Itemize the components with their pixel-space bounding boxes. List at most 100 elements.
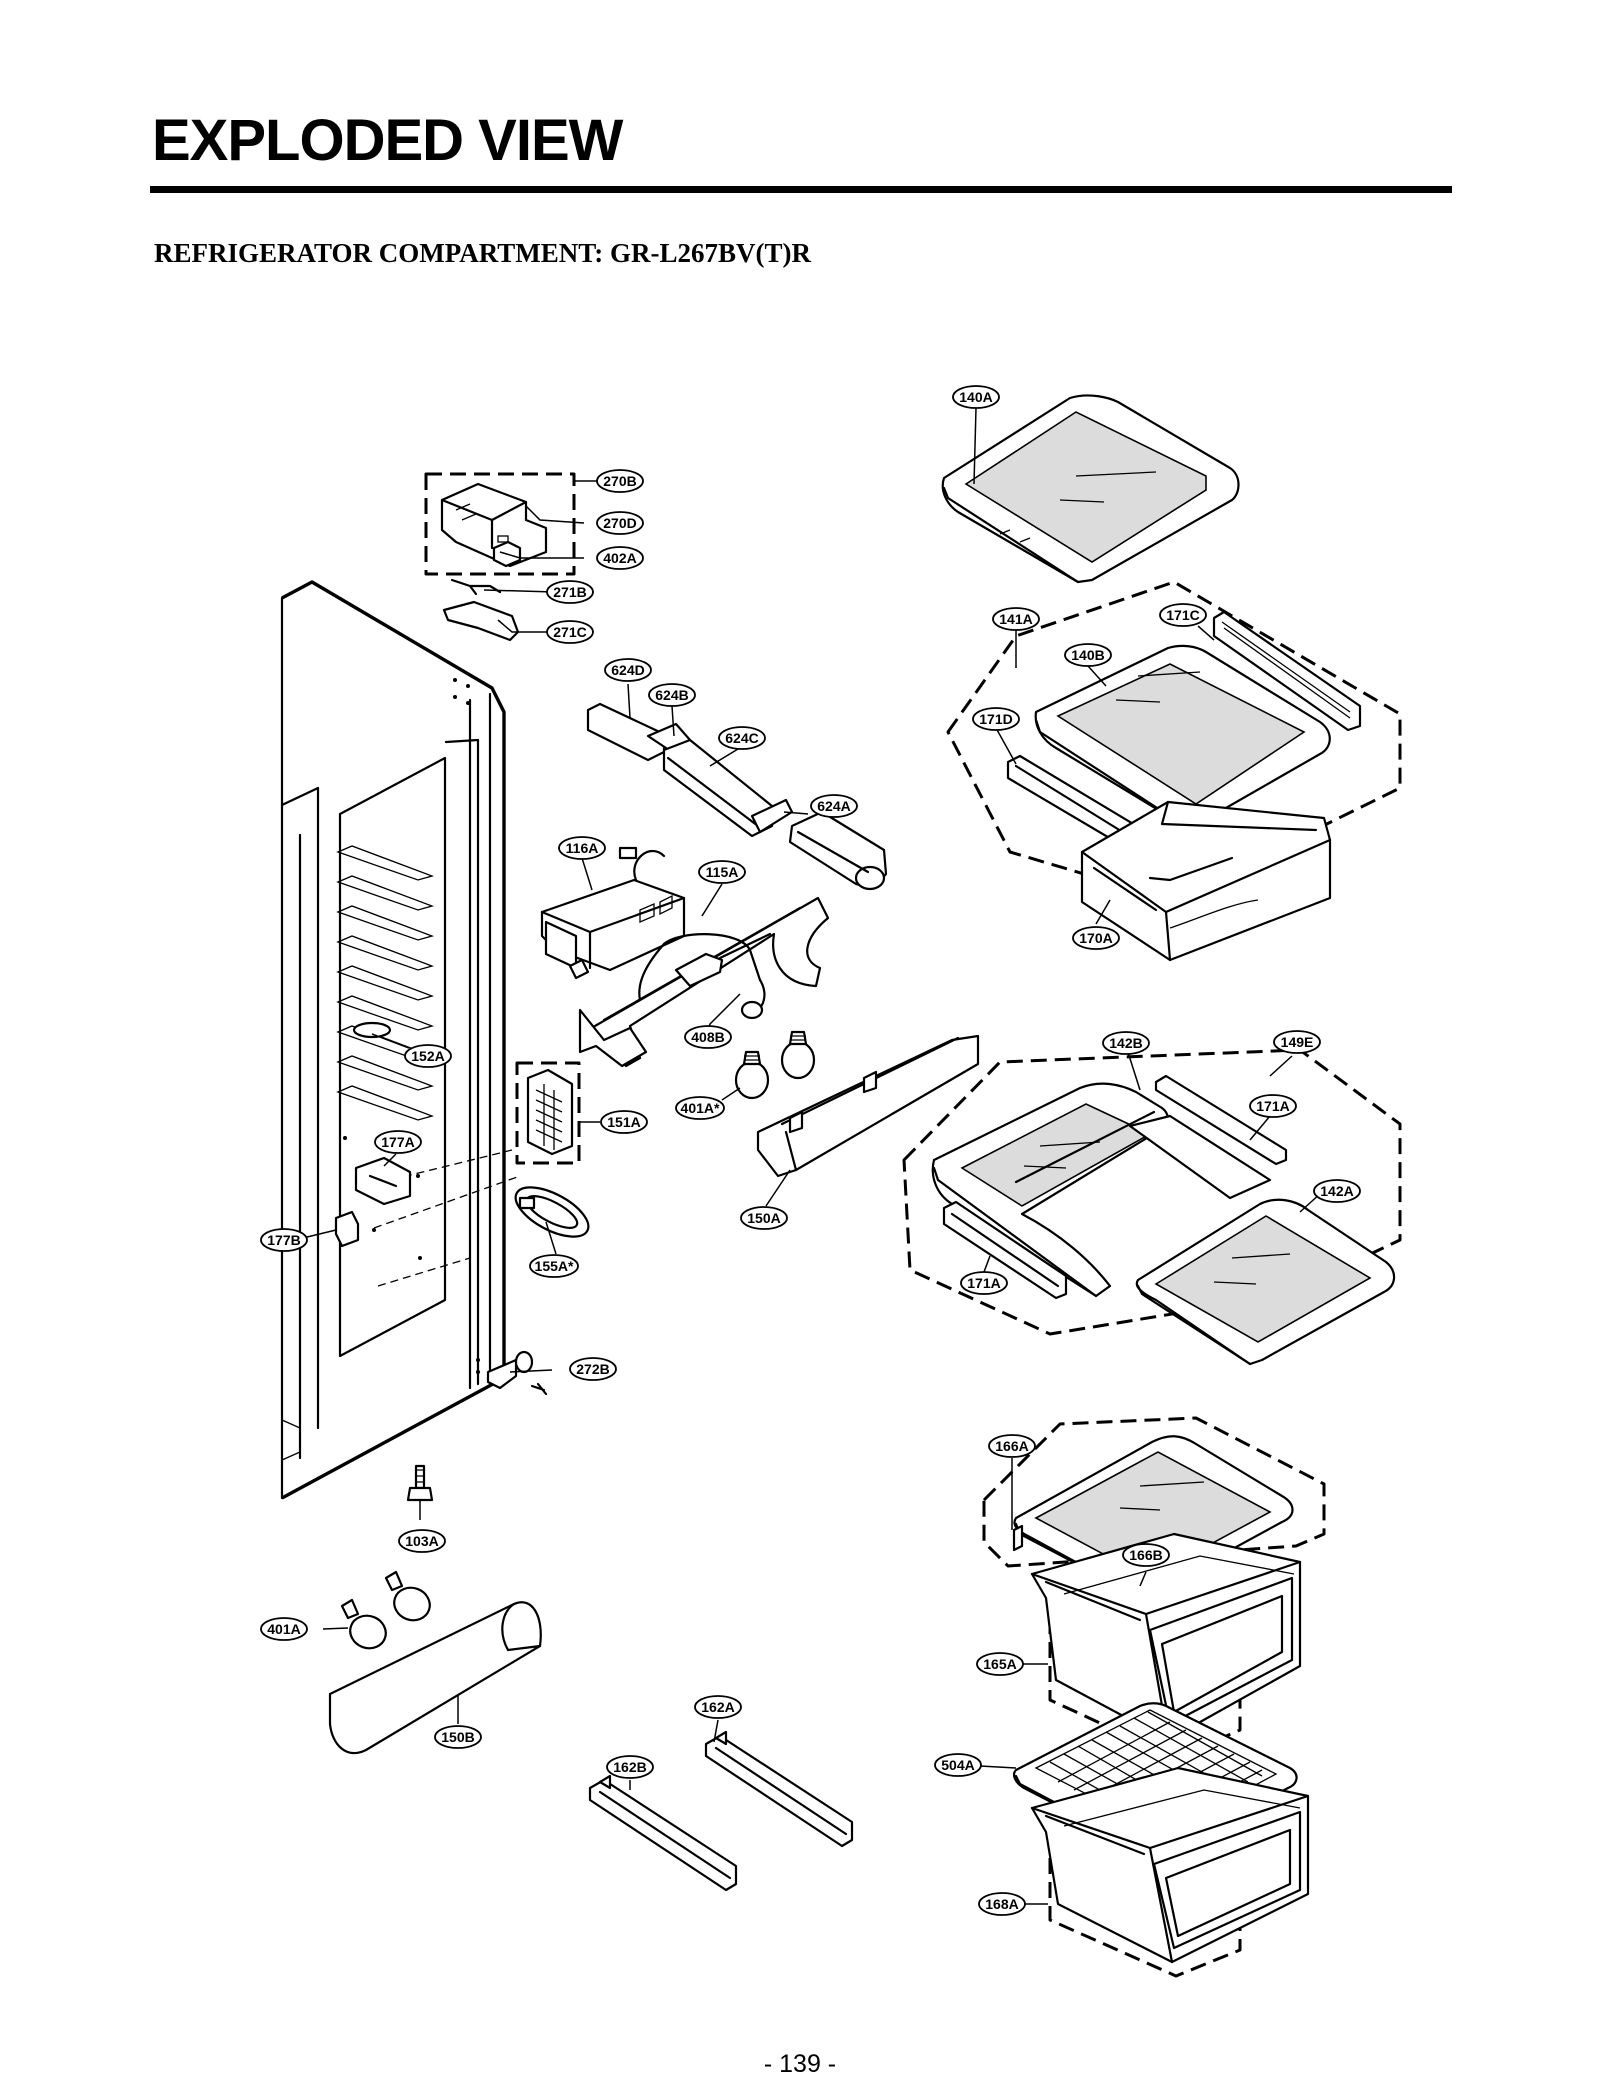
callout-141a: 141A [992, 607, 1040, 631]
svg-text:270B: 270B [603, 473, 636, 489]
callout-142a: 142A [1313, 1179, 1361, 1203]
svg-text:162B: 162B [613, 1759, 646, 1775]
callout-149e: 149E [1273, 1030, 1321, 1054]
svg-text:162A: 162A [701, 1699, 734, 1715]
callout-142b: 142B [1102, 1031, 1150, 1055]
svg-text:624C: 624C [725, 730, 758, 746]
callout-401a: 401A [260, 1617, 308, 1641]
svg-text:177B: 177B [267, 1232, 300, 1248]
callout-151a: 151A [600, 1110, 648, 1134]
rail-162a [704, 1730, 854, 1848]
svg-text:170A: 170A [1079, 930, 1112, 946]
svg-text:271C: 271C [553, 624, 586, 640]
svg-text:166B: 166B [1129, 1547, 1162, 1563]
page-title: EXPLODED VIEW [152, 108, 623, 173]
callout-271b: 271B [546, 580, 594, 604]
callout-103a: 103A [398, 1529, 446, 1553]
svg-text:504A: 504A [941, 1757, 974, 1773]
refrigerator-cabinet [280, 580, 521, 1500]
callout-177b: 177B [260, 1228, 308, 1252]
callout-624b: 624B [648, 683, 696, 707]
svg-text:140B: 140B [1071, 647, 1104, 663]
svg-text:171A: 171A [1256, 1098, 1289, 1114]
svg-text:142B: 142B [1109, 1035, 1142, 1051]
callout-115a: 115A [698, 860, 746, 884]
svg-text:151A: 151A [607, 1114, 640, 1130]
title-rule [150, 186, 1452, 193]
hinge-272b [486, 1350, 548, 1396]
callout-624c: 624C [718, 726, 766, 750]
callout-177a: 177A [374, 1130, 422, 1154]
shelf-140a [941, 394, 1240, 584]
filter-housing-116a [540, 846, 686, 980]
grill-151a [515, 1061, 581, 1165]
drawer-168a [1030, 1766, 1310, 1978]
svg-text:171A: 171A [967, 1275, 1000, 1291]
svg-text:103A: 103A [405, 1533, 438, 1549]
svg-text:150B: 150B [441, 1729, 474, 1745]
callout-162b: 162B [606, 1755, 654, 1779]
callout-140a: 140A [952, 385, 1000, 409]
rail-162b [588, 1774, 738, 1892]
svg-text:401A*: 401A* [681, 1100, 720, 1116]
callout-162a: 162A [694, 1695, 742, 1719]
callout-165a: 165A [976, 1652, 1024, 1676]
shelf-group-149e [902, 1048, 1402, 1366]
callout-140b: 140B [1064, 643, 1112, 667]
svg-text:155A*: 155A* [535, 1258, 574, 1274]
callout-170a: 170A [1072, 926, 1120, 950]
svg-text:168A: 168A [985, 1896, 1018, 1912]
shelf-group-166a [982, 1416, 1326, 1598]
lamp-cover-155a [514, 1186, 590, 1238]
part-callouts: 140A 270B 270D 402A 271B 271C 141A 171C … [260, 385, 1361, 1916]
callout-171d: 171D [972, 707, 1020, 731]
svg-text:401A: 401A [267, 1621, 300, 1637]
svg-text:166A: 166A [995, 1438, 1028, 1454]
svg-text:624B: 624B [655, 687, 688, 703]
control-box-group [424, 472, 576, 576]
callout-270b: 270B [596, 469, 644, 493]
svg-text:272B: 272B [576, 1361, 609, 1377]
lamp-cover-150b [328, 1601, 542, 1755]
bracket-177a [354, 1156, 412, 1206]
filter-bracket-115a [578, 896, 830, 1068]
callout-155a-star: 155A* [529, 1254, 579, 1278]
callout-272b: 272B [569, 1357, 617, 1381]
callout-150a: 150A [740, 1206, 788, 1230]
svg-text:408B: 408B [691, 1029, 724, 1045]
lamp-shield-150a [756, 1034, 980, 1178]
bracket-271c [442, 600, 520, 642]
callout-624a: 624A [810, 794, 858, 818]
svg-text:141A: 141A [999, 611, 1032, 627]
svg-text:142A: 142A [1320, 1183, 1353, 1199]
callout-171a-lower: 171A [960, 1271, 1008, 1295]
callout-166a: 166A [988, 1434, 1036, 1458]
lamp-401a-star [734, 1050, 770, 1100]
callout-116a: 116A [558, 836, 606, 860]
svg-text:140A: 140A [959, 389, 992, 405]
svg-text:116A: 116A [566, 840, 599, 856]
svg-text:624D: 624D [611, 662, 644, 678]
lamp-408b [780, 1030, 816, 1080]
svg-text:150A: 150A [747, 1210, 780, 1226]
svg-text:149E: 149E [1281, 1034, 1314, 1050]
callout-152a: 152A [404, 1044, 452, 1068]
rail-assembly-624 [586, 702, 888, 891]
callout-504a: 504A [934, 1753, 982, 1777]
callout-168a: 168A [978, 1892, 1026, 1916]
svg-text:624A: 624A [817, 798, 850, 814]
callout-171c: 171C [1159, 603, 1207, 627]
leveling-screw-103a [406, 1464, 434, 1502]
svg-text:115A: 115A [706, 864, 739, 880]
clip-177b [334, 1210, 360, 1248]
svg-text:152A: 152A [411, 1048, 444, 1064]
callout-271c: 271C [546, 620, 594, 644]
connector-271b [450, 578, 502, 596]
leader-lines [302, 407, 1323, 1905]
crisper-170a [1080, 800, 1332, 962]
callout-624d: 624D [604, 658, 652, 682]
callout-166b: 166B [1122, 1543, 1170, 1567]
svg-text:171C: 171C [1166, 607, 1199, 623]
page-number: - 139 - [763, 2050, 837, 2078]
